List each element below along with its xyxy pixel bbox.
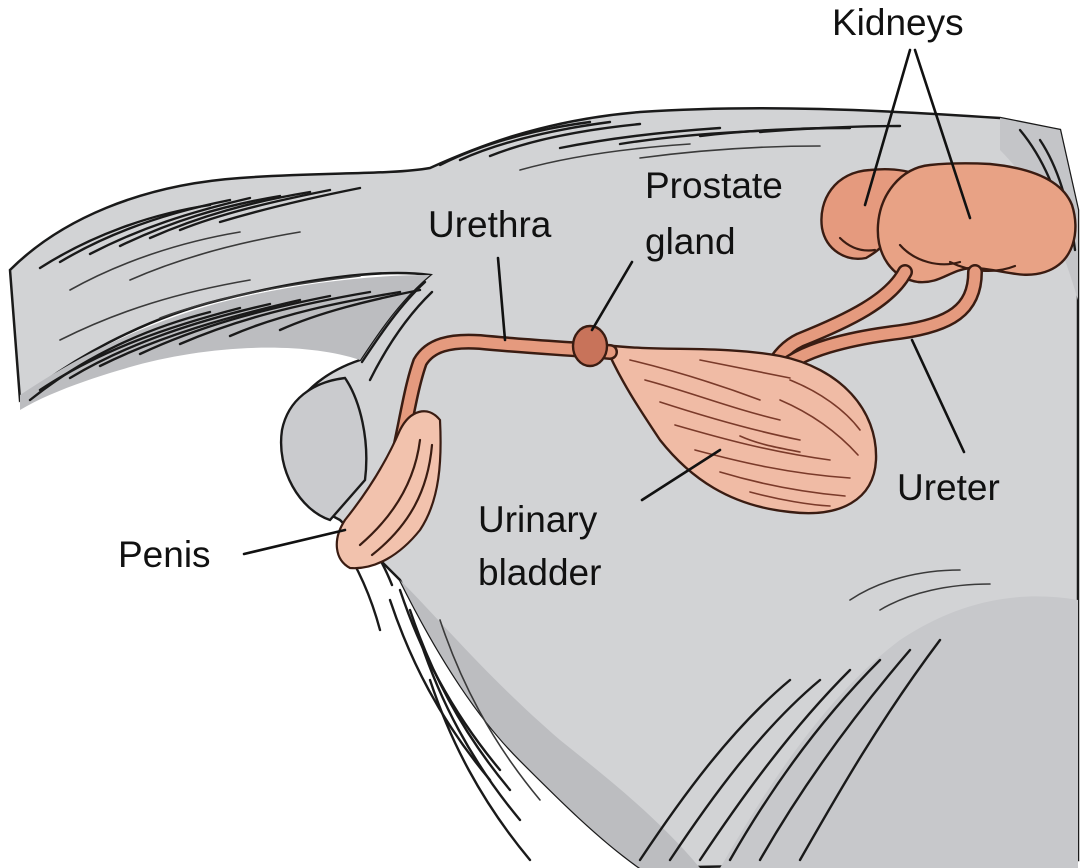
leader-penis	[242, 528, 347, 556]
kidneys	[820, 162, 1077, 284]
leader-kidney-front	[913, 48, 972, 220]
bladder-body	[603, 343, 878, 515]
leader-ureter	[910, 338, 966, 454]
leader-prostate	[590, 260, 634, 332]
label-penis: Penis	[118, 534, 211, 575]
penis-sheath	[335, 410, 442, 570]
label-prostate-line2: gland	[645, 221, 736, 262]
label-ureter: Ureter	[897, 467, 1000, 508]
label-kidneys: Kidneys	[832, 2, 964, 43]
kidney-front	[876, 162, 1077, 284]
animal-body	[8, 106, 1080, 868]
label-bladder-line2: bladder	[478, 552, 601, 593]
label-prostate-line1: Prostate	[645, 165, 783, 206]
label-urethra: Urethra	[428, 204, 552, 245]
labels: Kidneys Prostate gland Urethra Ureter Ur…	[118, 2, 1000, 593]
leader-kidney-back	[863, 48, 912, 207]
urinary-bladder	[603, 343, 878, 515]
penis	[335, 410, 442, 570]
leader-lines	[242, 48, 972, 556]
leader-bladder	[640, 448, 722, 502]
label-bladder-line1: Urinary	[478, 499, 598, 540]
hip-bump	[279, 376, 368, 522]
leader-urethra	[496, 256, 507, 342]
prostate-gland	[571, 324, 609, 368]
